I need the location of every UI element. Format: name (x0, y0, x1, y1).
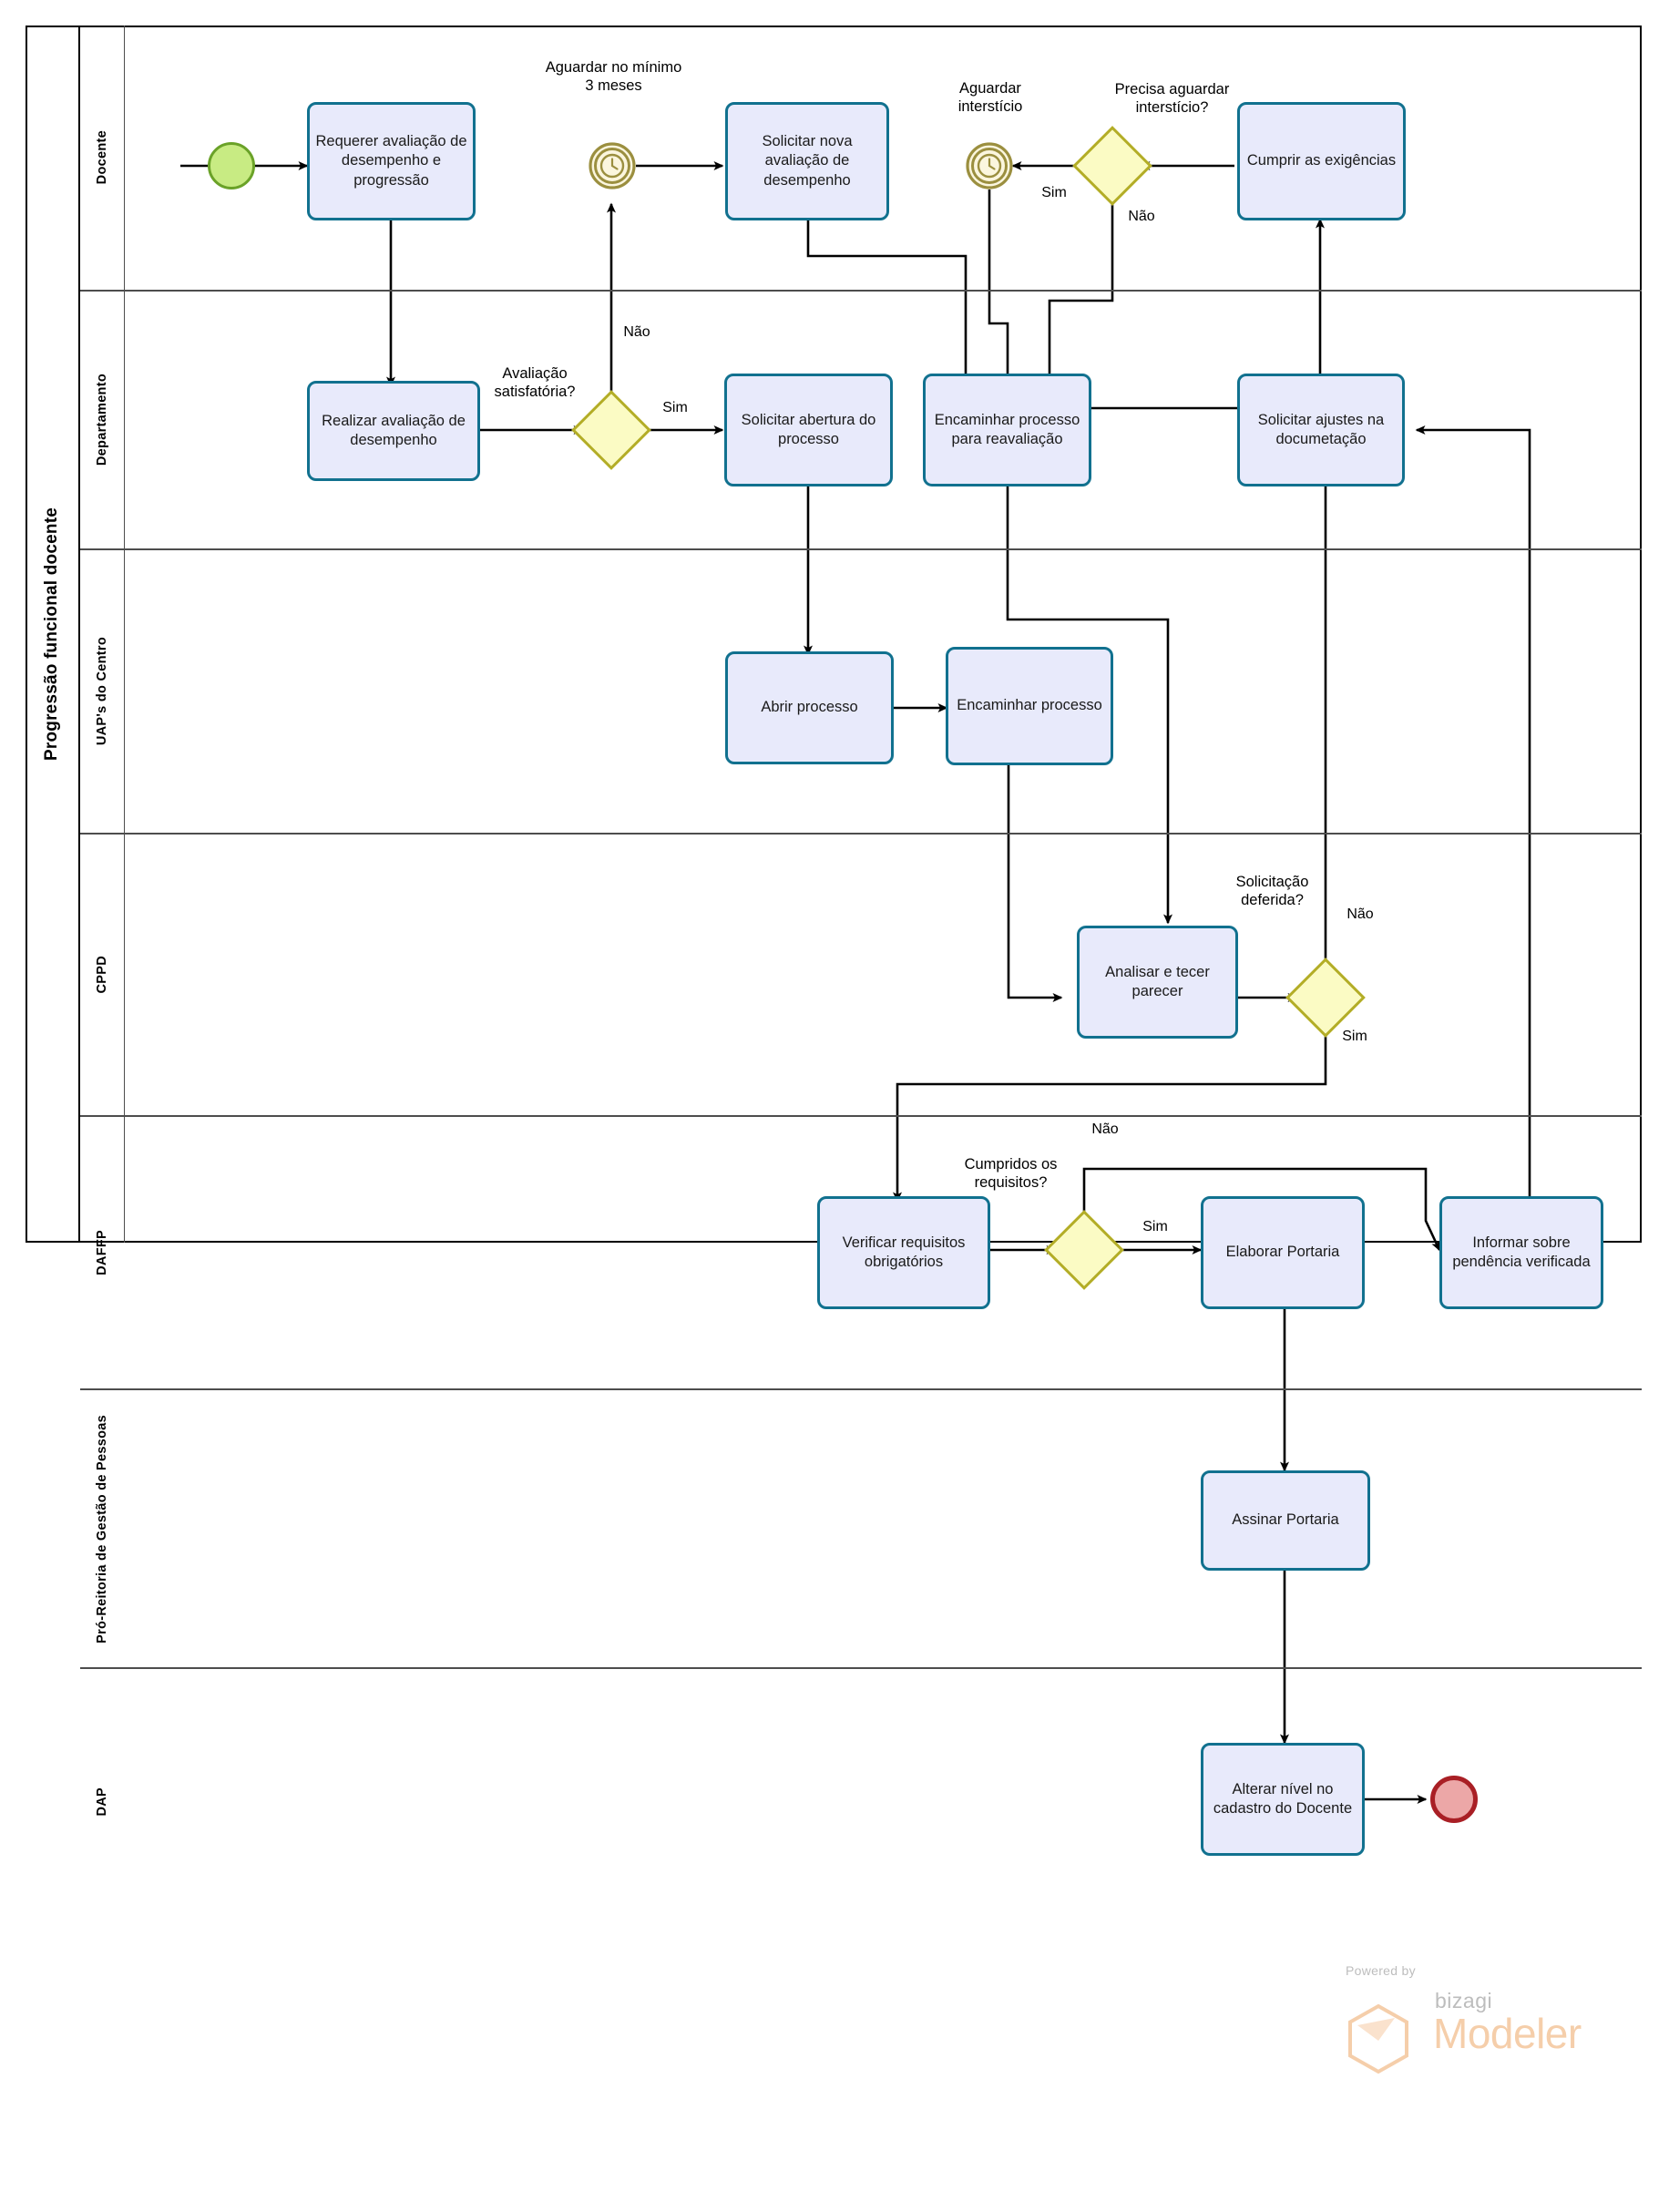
flow-label-avaliacao-nao: Não (623, 324, 650, 340)
task-verificar-requisitos[interactable]: Verificar requisitos obrigatórios (817, 1196, 990, 1309)
task-assinar-portaria[interactable]: Assinar Portaria (1201, 1470, 1370, 1571)
lane-header-uaps: UAP's do Centro (80, 550, 124, 833)
label-timer-aguardar-3-meses: Aguardar no mínimo 3 meses (545, 59, 682, 95)
lane-header-dap: DAP (80, 1669, 124, 1935)
task-abrir-processo[interactable]: Abrir processo (725, 651, 894, 764)
end-event[interactable] (1430, 1776, 1478, 1823)
lane-docente: Docente (80, 26, 1642, 292)
flow-label-avaliacao-sim: Sim (662, 400, 688, 415)
pool-title: Progressão funcional docente (26, 26, 80, 1243)
task-encaminhar-processo[interactable]: Encaminhar processo (946, 647, 1113, 765)
lane-header-docente: Docente (80, 26, 124, 290)
flow-label-deferida-sim: Sim (1342, 1029, 1367, 1044)
branding-powered-by-label: Powered by (1346, 1963, 1416, 1978)
start-event[interactable] (208, 142, 255, 189)
branding-bizagi-label: bizagi (1435, 1989, 1493, 2012)
timer-event-aguardar-3-meses[interactable] (589, 142, 636, 189)
lane-label-departamento: Departamento (94, 374, 109, 466)
label-timer-aguardar-intersticio: Aguardar interstício (957, 80, 1023, 116)
flow-label-intersticio-sim: Sim (1041, 185, 1067, 200)
task-realizar-avaliacao[interactable]: Realizar avaliação de desempenho (307, 381, 480, 481)
lane-label-docente: Docente (94, 130, 109, 185)
label-gateway-avaliacao: Avaliação satisfatória? (494, 365, 576, 401)
task-alterar-nivel-cadastro[interactable]: Alterar nível no cadastro do Docente (1201, 1743, 1365, 1856)
lane-cppd: CPPD (80, 835, 1642, 1117)
task-requerer-avaliacao[interactable]: Requerer avaliação de desempenho e progr… (307, 102, 476, 220)
task-solicitar-nova-avaliacao[interactable]: Solicitar nova avaliação de desempenho (725, 102, 889, 220)
lane-label-progep: Pró-Reitoria de Gestão de Pessoas (94, 1414, 109, 1644)
bizagi-modeler-branding: Powered by bizagi Modeler (1326, 1963, 1599, 2086)
task-elaborar-portaria[interactable]: Elaborar Portaria (1201, 1196, 1365, 1309)
lane-dap: DAP (80, 1669, 1642, 1935)
label-gateway-deferida: Solicitação deferida? (1235, 874, 1309, 909)
lane-header-daffp: DAFFP (80, 1117, 124, 1388)
branding-modeler-label: Modeler (1433, 2010, 1582, 2057)
flow-label-intersticio-nao: Não (1128, 209, 1155, 224)
flow-label-deferida-nao: Não (1346, 906, 1374, 922)
task-solicitar-abertura[interactable]: Solicitar abertura do processo (724, 374, 893, 486)
lane-label-uaps: UAP's do Centro (94, 637, 109, 746)
lane-header-cppd: CPPD (80, 835, 124, 1115)
task-analisar-tecer-parecer[interactable]: Analisar e tecer parecer (1077, 926, 1238, 1039)
lane-uaps: UAP's do Centro (80, 550, 1642, 835)
lane-departamento: Departamento (80, 292, 1642, 550)
task-cumprir-exigencias[interactable]: Cumprir as exigências (1237, 102, 1406, 220)
lane-label-cppd: CPPD (94, 956, 109, 994)
lane-daffp: DAFFP (80, 1117, 1642, 1390)
lane-header-progep: Pró-Reitoria de Gestão de Pessoas (80, 1390, 124, 1667)
flow-label-requisitos-nao: Não (1091, 1121, 1119, 1137)
timer-event-aguardar-intersticio[interactable] (966, 142, 1013, 189)
lane-progep: Pró-Reitoria de Gestão de Pessoas (80, 1390, 1642, 1669)
task-informar-pendencia[interactable]: Informar sobre pendência verificada (1439, 1196, 1603, 1309)
lane-header-divider (124, 26, 125, 1243)
pool-title-label: Progressão funcional docente (42, 507, 61, 761)
lane-label-daffp: DAFFP (94, 1230, 109, 1275)
label-gateway-intersticio: Precisa aguardar interstício? (1114, 81, 1230, 117)
task-solicitar-ajustes-documentacao[interactable]: Solicitar ajustes na documetação (1237, 374, 1405, 486)
lane-header-departamento: Departamento (80, 292, 124, 548)
lane-label-dap: DAP (94, 1787, 109, 1817)
bizagi-hexagon-icon (1346, 2003, 1411, 2074)
flow-label-requisitos-sim: Sim (1142, 1219, 1168, 1234)
task-encaminhar-reavaliacao[interactable]: Encaminhar processo para reavaliação (923, 374, 1091, 486)
label-gateway-requisitos: Cumpridos os requisitos? (964, 1156, 1058, 1192)
